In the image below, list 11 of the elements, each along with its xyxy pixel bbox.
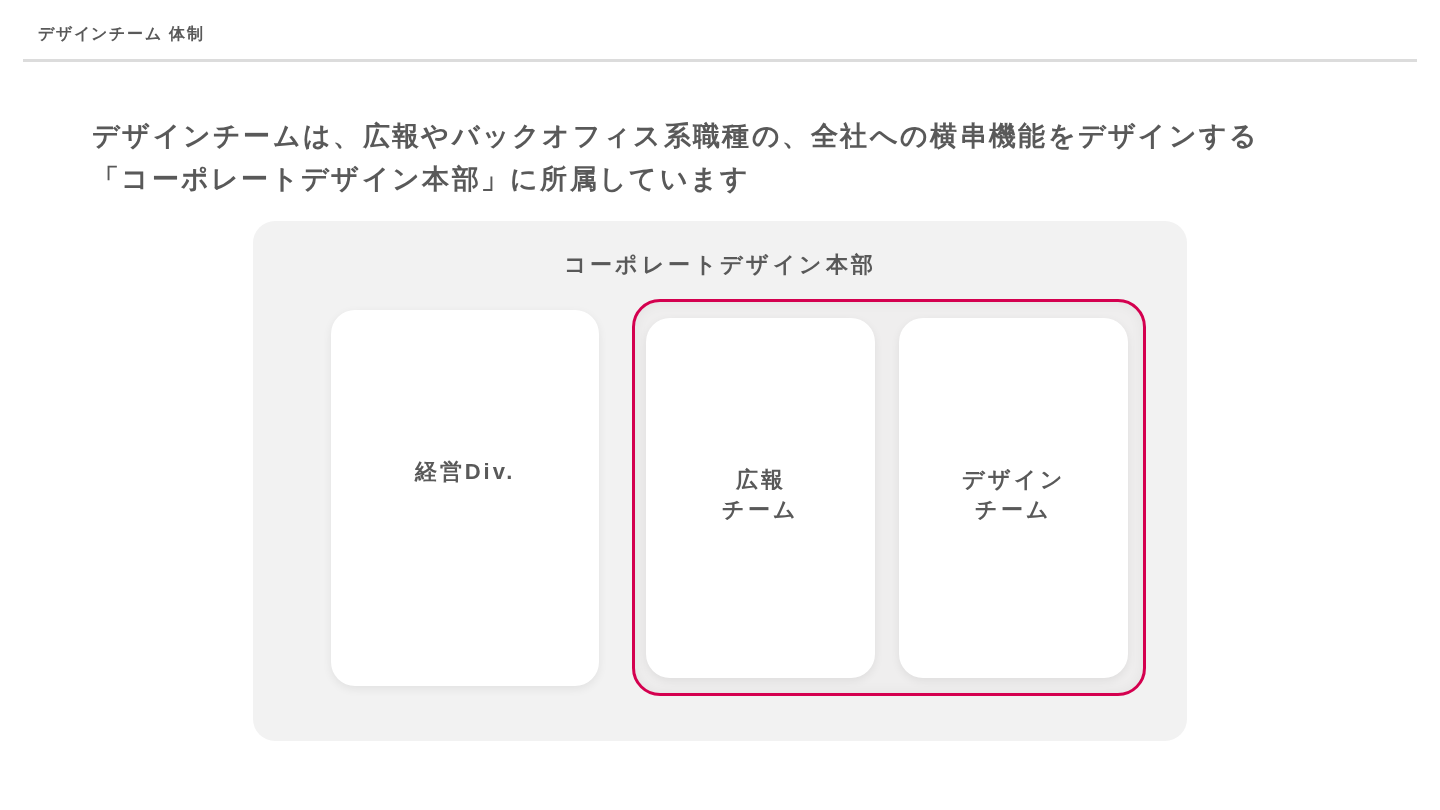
team-card bbox=[646, 318, 875, 678]
card-label: 経営Div. bbox=[414, 458, 516, 486]
team-card bbox=[899, 318, 1128, 678]
lead-text: デザインチームは、広報やバックオフィス系職種の、全社への横串機能をデザインする「コーポレートデザイン本部」に所属しています bbox=[92, 120, 1261, 196]
page-title: デザインチーム 体制 bbox=[38, 24, 205, 44]
card-label: デザインチーム bbox=[960, 466, 1067, 524]
panel-heading: コーポレートデザイン本部 bbox=[563, 251, 877, 279]
department-panel bbox=[253, 221, 1187, 741]
highlight-frame bbox=[632, 299, 1146, 696]
division-card bbox=[331, 310, 599, 686]
card-label: 広報チーム bbox=[721, 466, 800, 524]
